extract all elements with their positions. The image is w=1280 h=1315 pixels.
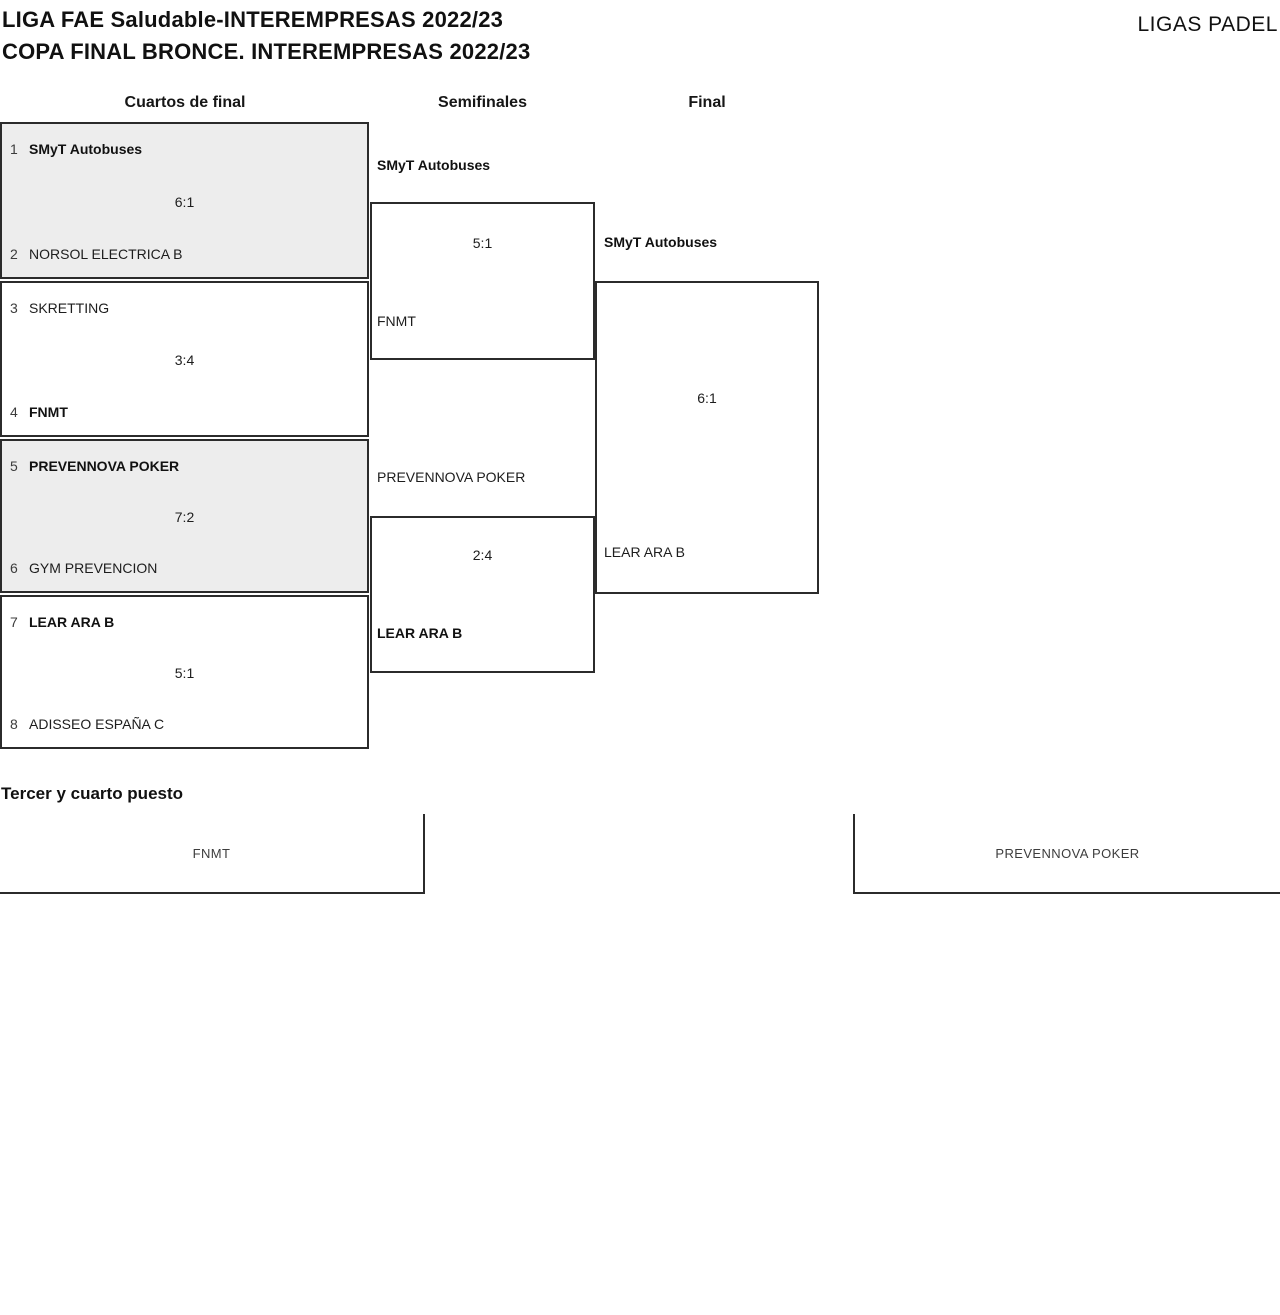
round-header-quarterfinals: Cuartos de final [124, 94, 246, 111]
team-name: ADISSEO ESPAÑA C [29, 716, 165, 732]
match-score: 2:4 [472, 547, 493, 563]
seed-number: 2 [10, 246, 18, 262]
team-name: FNMT [29, 404, 68, 420]
team-name: LEAR ARA B [377, 625, 463, 641]
team-row: 6 GYM PREVENCION [2, 559, 367, 577]
team-row: 3 SKRETTING [2, 299, 367, 317]
team-name: SMyT Autobuses [29, 141, 143, 157]
team-name: PREVENNOVA POKER [29, 458, 180, 474]
team-row: 7 LEAR ARA B [2, 613, 367, 631]
team-name: LEAR ARA B [604, 544, 685, 560]
seed-number: 8 [10, 716, 18, 732]
team-row: 8 ADISSEO ESPAÑA C [2, 715, 367, 733]
round-header-final: Final [688, 94, 726, 111]
team-row: 2 NORSOL ELECTRICA B [2, 245, 367, 263]
match-score: 5:1 [174, 665, 195, 681]
match-score: 7:2 [174, 509, 195, 525]
quarterfinal-match-3: 5 PREVENNOVA POKER 7:2 6 GYM PREVENCION [0, 439, 369, 593]
page-title-line2: COPA FINAL BRONCE. INTEREMPRESAS 2022/23 [2, 39, 531, 64]
page-title-line1: LIGA FAE Saludable-INTEREMPRESAS 2022/23 [2, 7, 504, 32]
match-score: 6:1 [697, 390, 717, 406]
team-name: FNMT [377, 313, 416, 329]
team-name: SMyT Autobuses [377, 157, 491, 173]
site-brand: LIGAS PADEL [1137, 13, 1278, 36]
team-row: 5 PREVENNOVA POKER [2, 457, 367, 475]
third-place-team2-box: PREVENNOVA POKER [853, 814, 1280, 894]
seed-number: 1 [10, 141, 18, 157]
team-name: LEAR ARA B [29, 614, 115, 630]
page-title: LIGA FAE Saludable-INTEREMPRESAS 2022/23… [2, 4, 530, 68]
quarterfinal-match-2: 3 SKRETTING 3:4 4 FNMT [0, 281, 369, 437]
semifinal-match-1-box [370, 202, 595, 360]
team-name: NORSOL ELECTRICA B [29, 246, 183, 262]
team-row: 1 SMyT Autobuses [2, 140, 367, 158]
seed-number: 6 [10, 560, 18, 576]
seed-number: 7 [10, 614, 18, 630]
seed-number: 4 [10, 404, 18, 420]
team-name: SKRETTING [29, 300, 110, 316]
final-match-box [595, 281, 819, 594]
seed-number: 3 [10, 300, 18, 316]
team-name: FNMT [192, 845, 231, 861]
quarterfinal-match-1: 1 SMyT Autobuses 6:1 2 NORSOL ELECTRICA … [0, 122, 369, 279]
match-score: 5:1 [472, 235, 493, 251]
team-name: SMyT Autobuses [604, 234, 718, 250]
quarterfinal-match-4: 7 LEAR ARA B 5:1 8 ADISSEO ESPAÑA C [0, 595, 369, 749]
third-place-heading: Tercer y cuarto puesto [1, 784, 184, 803]
team-name: PREVENNOVA POKER [995, 845, 1140, 861]
semifinal-match-2-box [370, 516, 595, 673]
third-place-team1-box: FNMT [0, 814, 425, 894]
match-score: 3:4 [174, 352, 195, 368]
match-score: 6:1 [174, 193, 195, 210]
team-row: 4 FNMT [2, 403, 367, 421]
seed-number: 5 [10, 458, 18, 474]
round-header-semifinals: Semifinales [438, 94, 527, 111]
team-name: GYM PREVENCION [29, 560, 158, 576]
team-name: PREVENNOVA POKER [377, 469, 526, 485]
